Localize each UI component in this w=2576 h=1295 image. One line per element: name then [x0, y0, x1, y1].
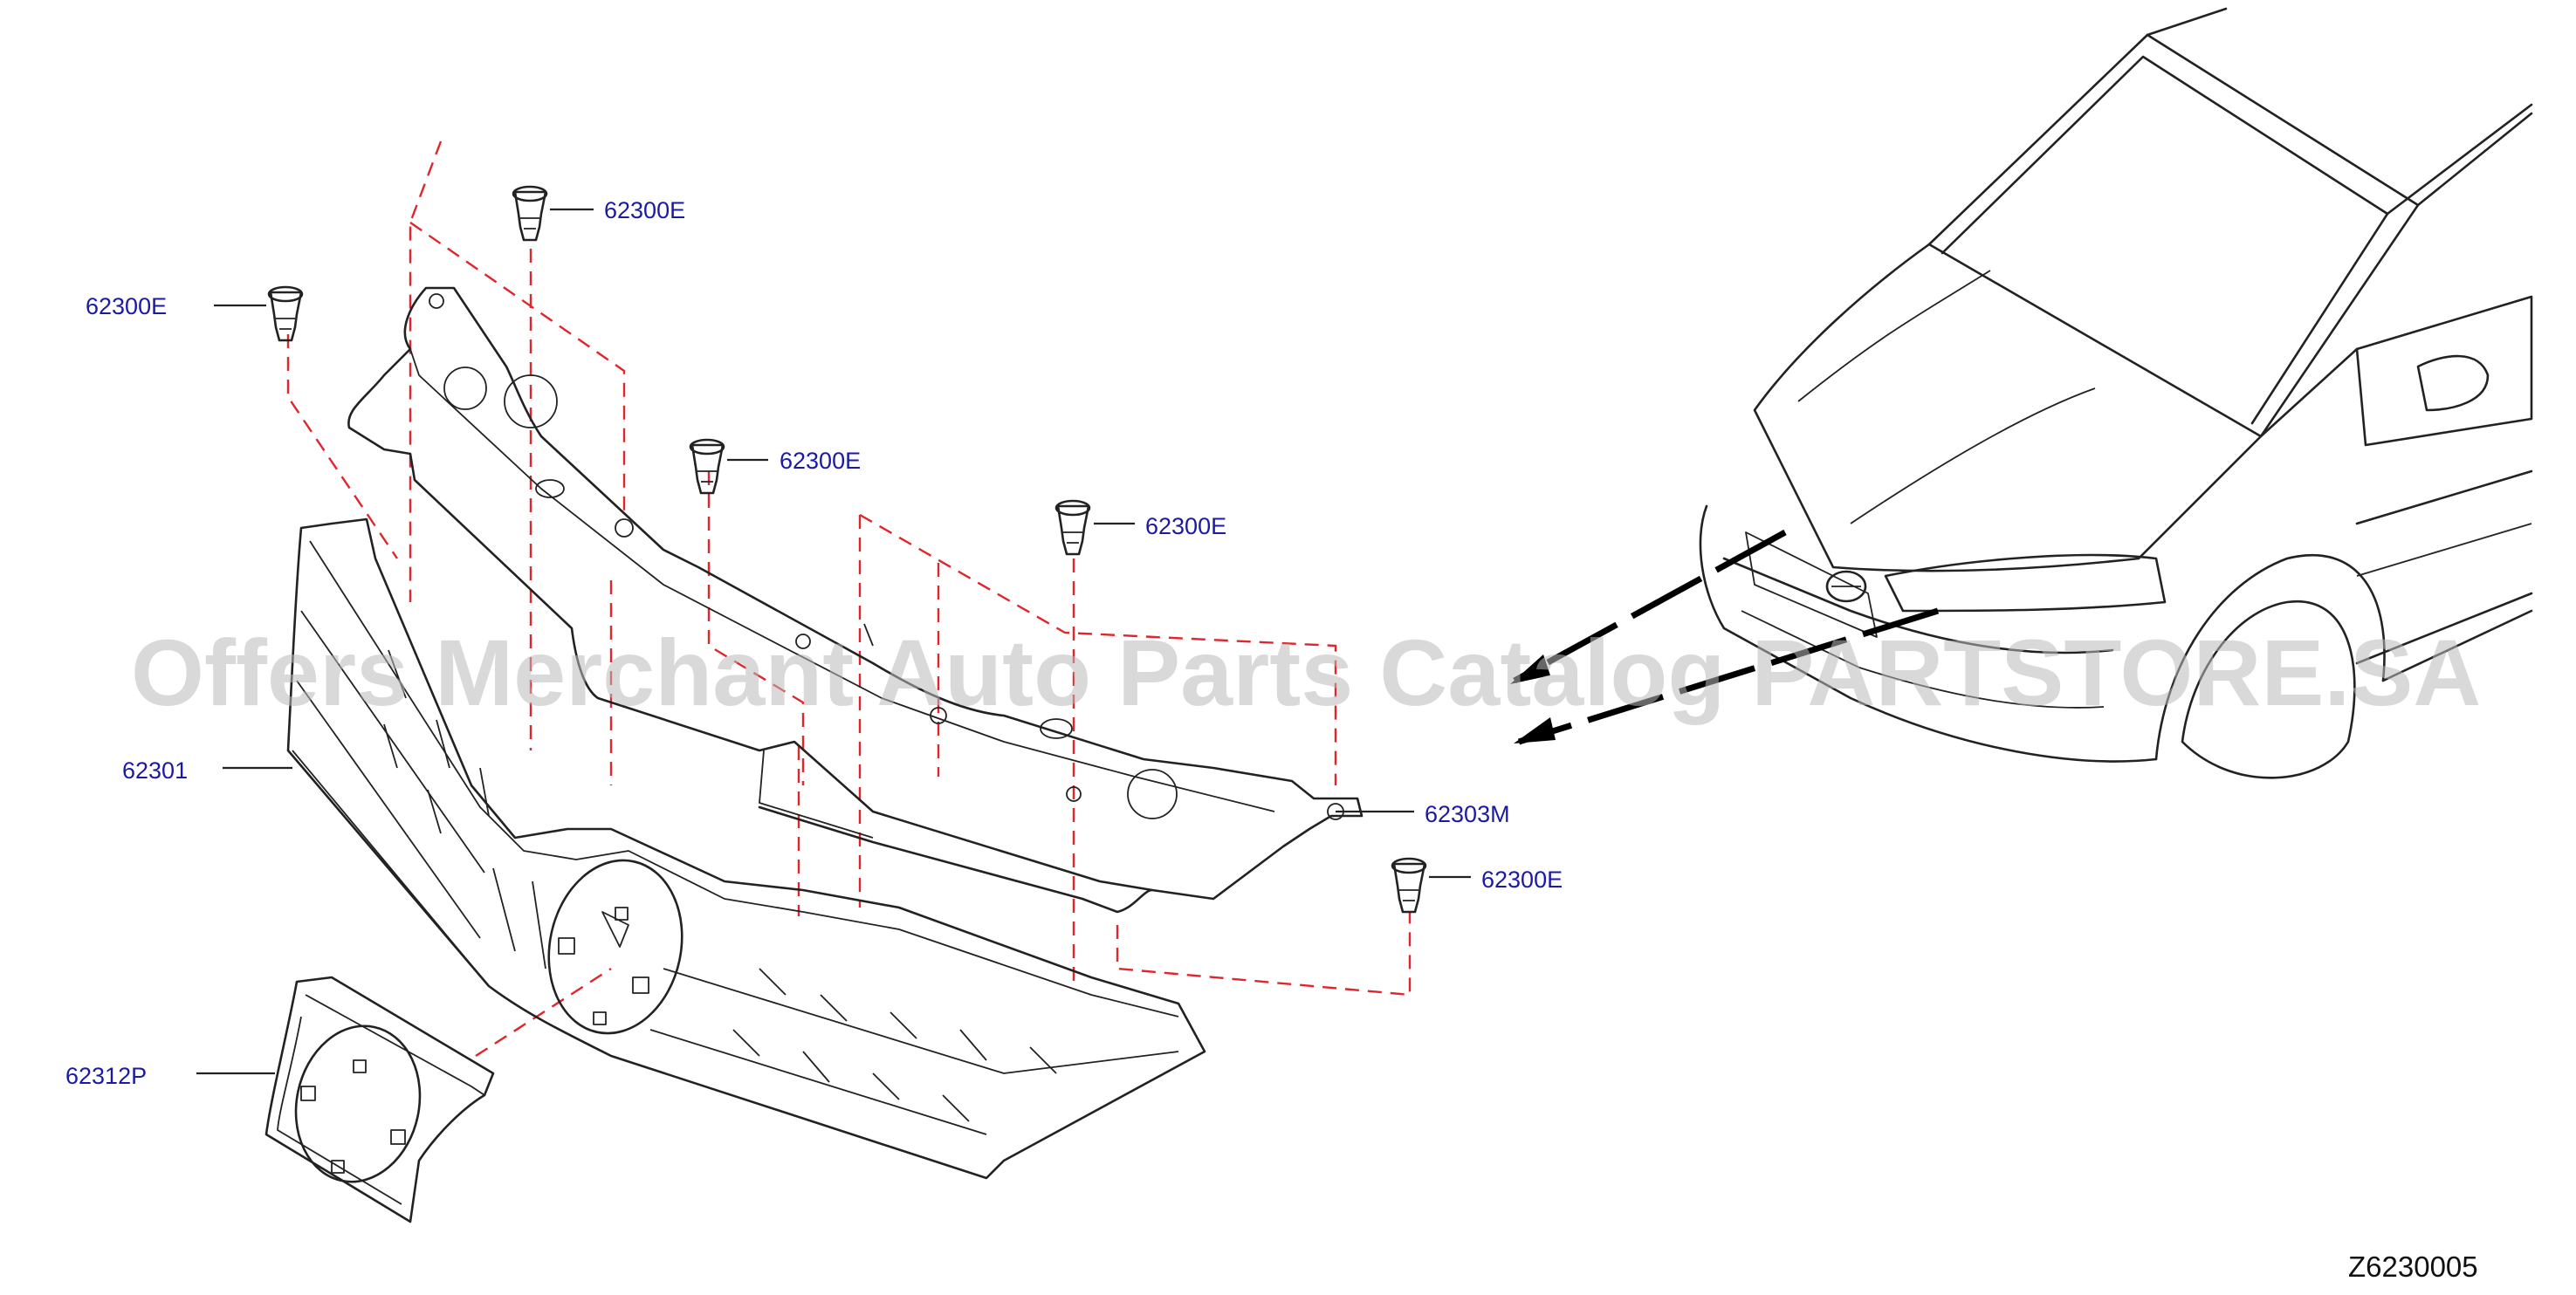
part-label-62300E[interactable]: 62300E: [86, 293, 167, 319]
clip-icon: [1391, 857, 1427, 914]
upper-bracket-62303M: [347, 286, 1364, 914]
clip-icon: [689, 438, 725, 495]
clip-icon: [512, 185, 548, 242]
part-label-62300E[interactable]: 62300E: [780, 448, 861, 474]
clip-icon: [267, 285, 304, 342]
leader-lines: [196, 208, 1471, 1075]
part-label-62300E[interactable]: 62300E: [1145, 513, 1226, 539]
part-label-62300E[interactable]: 62300E: [1481, 867, 1563, 893]
emblem-base-62312P: [264, 976, 495, 1223]
grille-62301: [286, 517, 1206, 1180]
part-label-62300E[interactable]: 62300E: [604, 197, 685, 223]
part-label-62303M[interactable]: 62303M: [1425, 801, 1510, 827]
direction-arrows: [1510, 529, 1940, 745]
drawing-code: Z6230005: [2348, 1250, 2478, 1283]
watermark: Offers Merchant Auto Parts Catalog PARTS…: [131, 620, 2481, 725]
clip-icon: [1054, 499, 1091, 556]
part-label-62312P[interactable]: 62312P: [65, 1063, 147, 1089]
alignment-guides: [286, 140, 1412, 1058]
part-label-62301[interactable]: 62301: [122, 757, 188, 784]
vehicle-illustration: [1699, 7, 2533, 779]
